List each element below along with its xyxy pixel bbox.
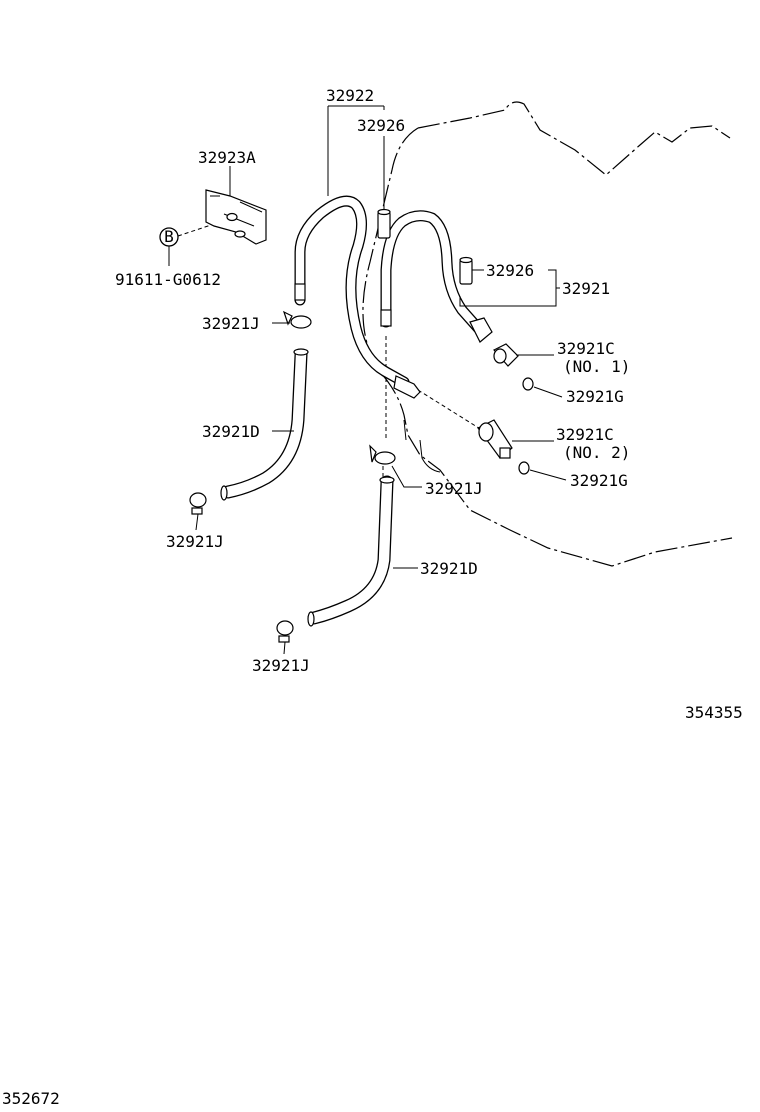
label-32921J-1: 32921J <box>202 314 260 333</box>
part-labels: 32922 32926 32923A 91611-G0612 32926 329… <box>2 86 743 1108</box>
reference-code: 354355 <box>685 703 743 722</box>
clip-32921J-4[interactable] <box>276 620 294 643</box>
label-32921J-3: 32921J <box>166 532 224 551</box>
pipe-32922[interactable] <box>294 195 421 399</box>
label-32923A: 32923A <box>198 148 256 167</box>
transmission-outline <box>362 101 733 567</box>
leader-lines <box>195 105 567 655</box>
page-code: 352672 <box>2 1089 60 1108</box>
clip-32921J-3[interactable] <box>189 492 207 515</box>
label-32922: 32922 <box>326 86 374 105</box>
bolt-marker-b[interactable]: B <box>159 227 179 266</box>
label-32921D-2: 32921D <box>420 559 478 578</box>
union-32921C-no1[interactable] <box>493 343 519 367</box>
bolt-marker-label: B <box>164 227 174 246</box>
bracket-32923A[interactable] <box>205 189 267 245</box>
hose-32921D-right[interactable] <box>307 475 395 627</box>
label-32921G-1: 32921G <box>566 387 624 406</box>
label-32926-top: 32926 <box>357 116 405 135</box>
label-91611-G0612: 91611-G0612 <box>115 270 221 289</box>
hose-32921D-left[interactable] <box>220 348 309 501</box>
label-no1: (NO. 1) <box>563 357 630 376</box>
union-32921C-no2[interactable] <box>477 419 513 459</box>
label-32921D-1: 32921D <box>202 422 260 441</box>
clip-32921J-2[interactable] <box>369 444 396 465</box>
clip-32921J-1[interactable] <box>282 310 312 329</box>
pipe-32921[interactable] <box>380 210 493 343</box>
gasket-32921G-1[interactable] <box>522 377 534 391</box>
sleeve-32926-mid[interactable] <box>459 256 473 285</box>
label-32921J-4: 32921J <box>252 656 310 675</box>
label-32921C-2: 32921C <box>556 425 614 444</box>
sleeve-32926-top[interactable] <box>377 208 391 239</box>
label-no2: (NO. 2) <box>563 443 630 462</box>
gasket-32921G-2[interactable] <box>518 461 530 475</box>
label-32921C-1: 32921C <box>557 339 615 358</box>
label-32926-mid: 32926 <box>486 261 534 280</box>
assembly-lines <box>177 217 483 480</box>
label-32921: 32921 <box>562 279 610 298</box>
label-32921J-2: 32921J <box>425 479 483 498</box>
label-32921G-2: 32921G <box>570 471 628 490</box>
